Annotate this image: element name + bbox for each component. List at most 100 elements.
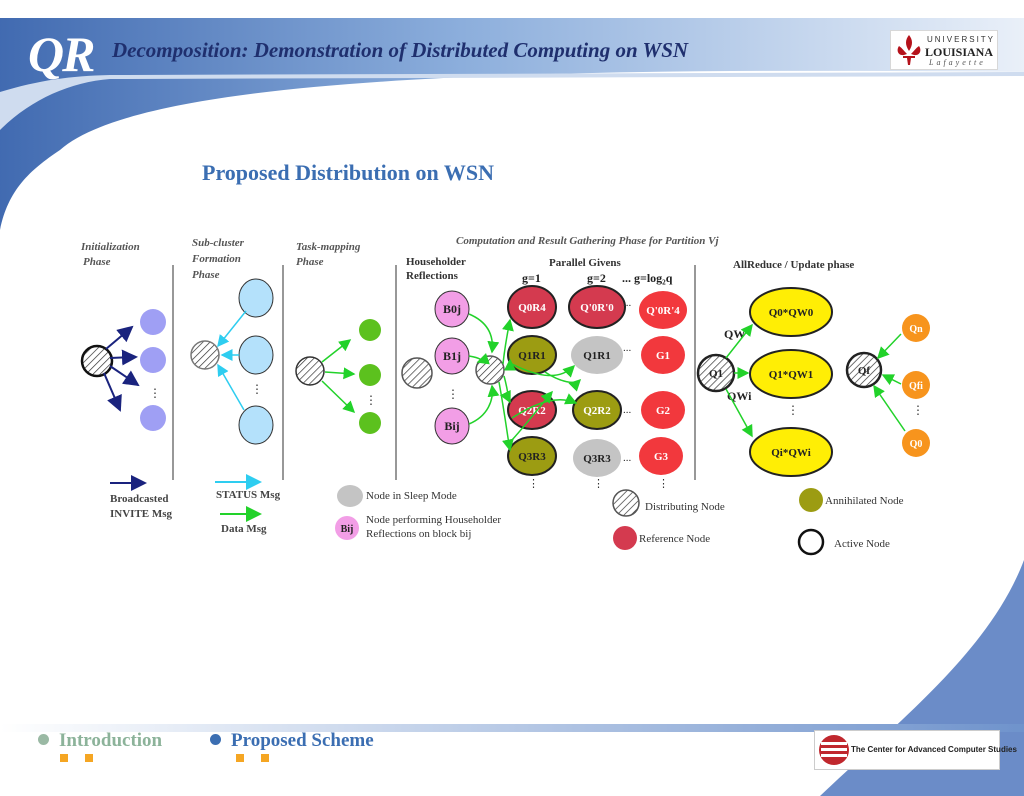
qwi-label: QWi	[727, 389, 752, 403]
phase-init-label-2: Phase	[83, 256, 111, 268]
node-q1r1-a-label: Q1R1	[518, 350, 546, 362]
svg-text:⋮: ⋮	[912, 403, 924, 417]
allreduce-group: ⋮ Q1 Q0*QW0 Q1*QW1 Qi*QWi QW QWi Qf ⋮ Qn…	[696, 287, 930, 477]
taskmap-node-3	[359, 412, 381, 434]
phase-subcluster-label-3: Phase	[192, 269, 220, 281]
svg-text:⋮: ⋮	[658, 478, 669, 490]
qw-label: QW	[724, 327, 745, 341]
g1-label: g=1	[522, 271, 541, 285]
legend-broadcast-label-1: Broadcasted	[110, 493, 168, 505]
cacs-emblem-icon	[819, 735, 849, 765]
qr-logo: QR	[28, 26, 95, 82]
legend-annihilated-label: Annihilated Node	[825, 495, 904, 507]
legend-reference-label: Reference Node	[639, 533, 710, 545]
university-line2: LOUISIANA	[925, 45, 994, 59]
taskmap-node-2	[359, 364, 381, 386]
node-qn-label: Qn	[909, 324, 923, 335]
phase-separators	[172, 265, 696, 480]
svg-text:⋮: ⋮	[149, 386, 161, 400]
phase-init-label-1: Initialization	[80, 241, 140, 253]
node-q0pr0-label: Q'0R'0	[580, 302, 614, 314]
nav-item-proposed-scheme[interactable]: Proposed Scheme	[210, 730, 374, 752]
svg-text:⋮: ⋮	[447, 387, 459, 401]
g2-label: g=2	[587, 271, 606, 285]
node-q0-label: Q0	[910, 439, 923, 450]
svg-text:⋮: ⋮	[528, 478, 539, 490]
node-q0qw0-label: Q0*QW0	[769, 307, 814, 319]
nav-subitem-marker[interactable]	[236, 754, 244, 762]
legend-sleep-label: Node in Sleep Mode	[366, 490, 457, 502]
node-q1qw1-label: Q1*QW1	[769, 369, 814, 381]
svg-text:...: ...	[623, 452, 632, 464]
legend-distributing-label: Distributing Node	[645, 501, 725, 513]
householder-label-1: Householder	[406, 256, 466, 268]
legend-active-label: Active Node	[834, 538, 890, 550]
nav-item-label: Introduction	[59, 730, 163, 751]
header-title: Decomposition: Demonstration of Distribu…	[112, 38, 689, 62]
node-q1r1-b-label: Q1R1	[583, 350, 611, 362]
fleur-de-lis-icon	[897, 35, 921, 65]
node-g2-label: G2	[656, 405, 671, 417]
svg-text:⋮: ⋮	[251, 382, 263, 396]
node-qiqwi-label: Qi*QWi	[771, 447, 811, 459]
node-q0	[902, 429, 930, 457]
node-q3r3-a	[507, 436, 557, 476]
svg-text:...: ...	[623, 404, 632, 416]
legend-data-label: Data Msg	[221, 523, 267, 535]
allreduce-label: AllReduce / Update phase	[733, 259, 854, 271]
legend-active-symbol	[797, 528, 825, 556]
node-qiqwi	[749, 427, 833, 477]
node-qf	[845, 351, 883, 389]
legend-sleep-symbol	[337, 485, 363, 507]
subcluster-distributing-node	[190, 340, 220, 370]
node-q2r2-b-label: Q2R2	[583, 405, 611, 417]
node-q0pa4-label: Q'0R'4	[646, 305, 680, 317]
nav-subitem-marker[interactable]	[261, 754, 269, 762]
node-q0qw0	[749, 287, 833, 337]
node-q3r3-a-label: Q3R3	[518, 451, 546, 463]
node-b0j	[434, 290, 470, 328]
node-q0pa4	[639, 291, 687, 329]
node-g3	[639, 437, 683, 475]
taskmap-node-1	[359, 319, 381, 341]
svg-text:⋮: ⋮	[593, 478, 604, 490]
cacs-logo: The Center for Advanced Computer Studies	[814, 730, 1017, 770]
node-qfi	[902, 371, 930, 399]
slide-subtitle: Proposed Distribution on WSN	[202, 160, 494, 185]
svg-text:...: ...	[623, 342, 632, 354]
node-g3-label: G3	[654, 451, 669, 463]
university-logo: UNIVERSITY LOUISIANA Lafayette	[890, 30, 998, 70]
init-member-node-1	[140, 309, 166, 335]
node-q0r4-label: Q0R4	[518, 302, 546, 314]
phase-taskmap-label-2: Phase	[296, 256, 324, 268]
node-q0pr0	[568, 285, 626, 329]
node-q0r4	[507, 285, 557, 329]
subcluster-head-1	[238, 278, 274, 318]
node-q3r3-b	[573, 439, 621, 477]
phase-subcluster-label-2: Formation	[191, 253, 241, 265]
node-qf-label: Qf	[858, 365, 871, 377]
node-q1r1-b	[571, 336, 623, 374]
node-qn	[902, 314, 930, 342]
nav-item-introduction[interactable]: Introduction	[38, 730, 162, 752]
phase-subcluster-label-1: Sub-cluster	[192, 237, 245, 249]
phase-taskmap-label-1: Task-mapping	[296, 241, 361, 253]
legend-householder-symbol-label: Bij	[341, 524, 354, 535]
node-q1qw1	[749, 349, 833, 399]
node-q1r1-a	[507, 335, 557, 375]
nav-item-label: Proposed Scheme	[231, 730, 374, 751]
givens-grid: ... ... ... ... ⋮ ⋮ ⋮ Q0R4 Q'0R'0 Q'0R'4…	[498, 285, 687, 490]
node-b0j-label: B0j	[443, 302, 461, 316]
legend-broadcast-label-2: INVITE Msg	[110, 508, 173, 520]
nav-subitem-marker[interactable]	[85, 754, 93, 762]
node-q2r2-b	[572, 390, 622, 430]
svg-text:⋮: ⋮	[365, 393, 377, 407]
node-g2	[641, 391, 685, 429]
node-g1	[641, 336, 685, 374]
init-distributing-node	[80, 344, 114, 378]
householder-label-2: Reflections	[406, 270, 459, 282]
nav-bullet-icon	[38, 734, 49, 746]
nav-subitem-marker[interactable]	[60, 754, 68, 762]
legend-distributing-symbol	[612, 489, 640, 517]
